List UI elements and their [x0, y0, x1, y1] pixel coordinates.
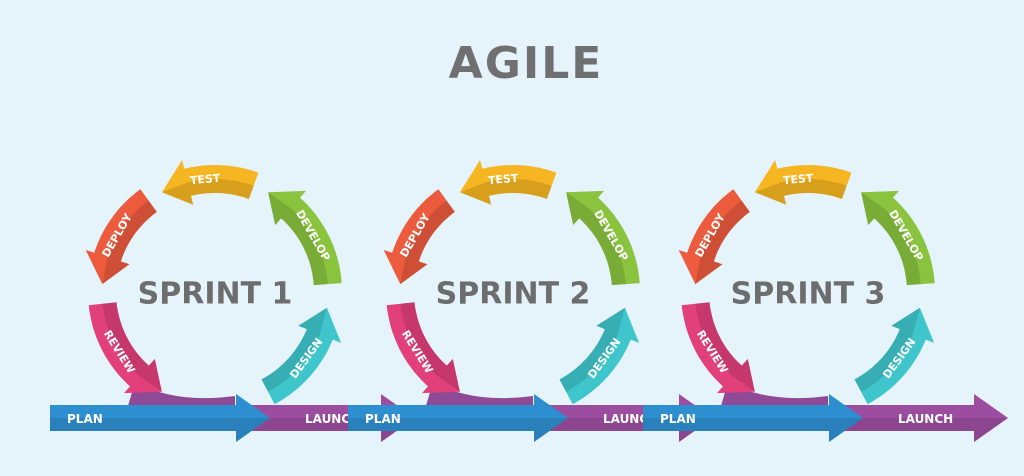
deploy-arrow — [85, 189, 157, 285]
test-label: TEST — [189, 172, 221, 188]
review-arrow — [681, 302, 755, 394]
design-arrow — [261, 307, 342, 405]
develop-arrow — [566, 190, 640, 286]
design-arrow — [559, 307, 640, 405]
test-arrow — [161, 160, 259, 205]
plan-arrow — [348, 394, 568, 442]
sprint-label: SPRINT 3 — [731, 277, 886, 312]
review-arrow — [386, 302, 460, 394]
sprint-label: SPRINT 2 — [436, 277, 591, 312]
deploy-arrow — [678, 189, 750, 285]
plan-label: PLAN — [365, 412, 401, 426]
test-arrow — [459, 160, 557, 205]
diagram-title: AGILE — [448, 38, 604, 89]
plan-label: PLAN — [67, 412, 103, 426]
review-arrow — [88, 302, 162, 394]
test-label: TEST — [782, 172, 814, 188]
develop-arrow — [861, 190, 935, 286]
plan-label: PLAN — [660, 412, 696, 426]
deploy-arrow — [383, 189, 455, 285]
launch-label: LAUNCH — [305, 412, 360, 426]
test-label: TEST — [487, 172, 519, 188]
test-arrow — [754, 160, 852, 205]
sprint-label: SPRINT 1 — [138, 277, 293, 312]
plan-arrow — [643, 394, 863, 442]
design-arrow — [854, 307, 935, 405]
develop-arrow — [268, 190, 342, 286]
plan-arrow — [50, 394, 270, 442]
launch-label: LAUNCH — [898, 412, 953, 426]
